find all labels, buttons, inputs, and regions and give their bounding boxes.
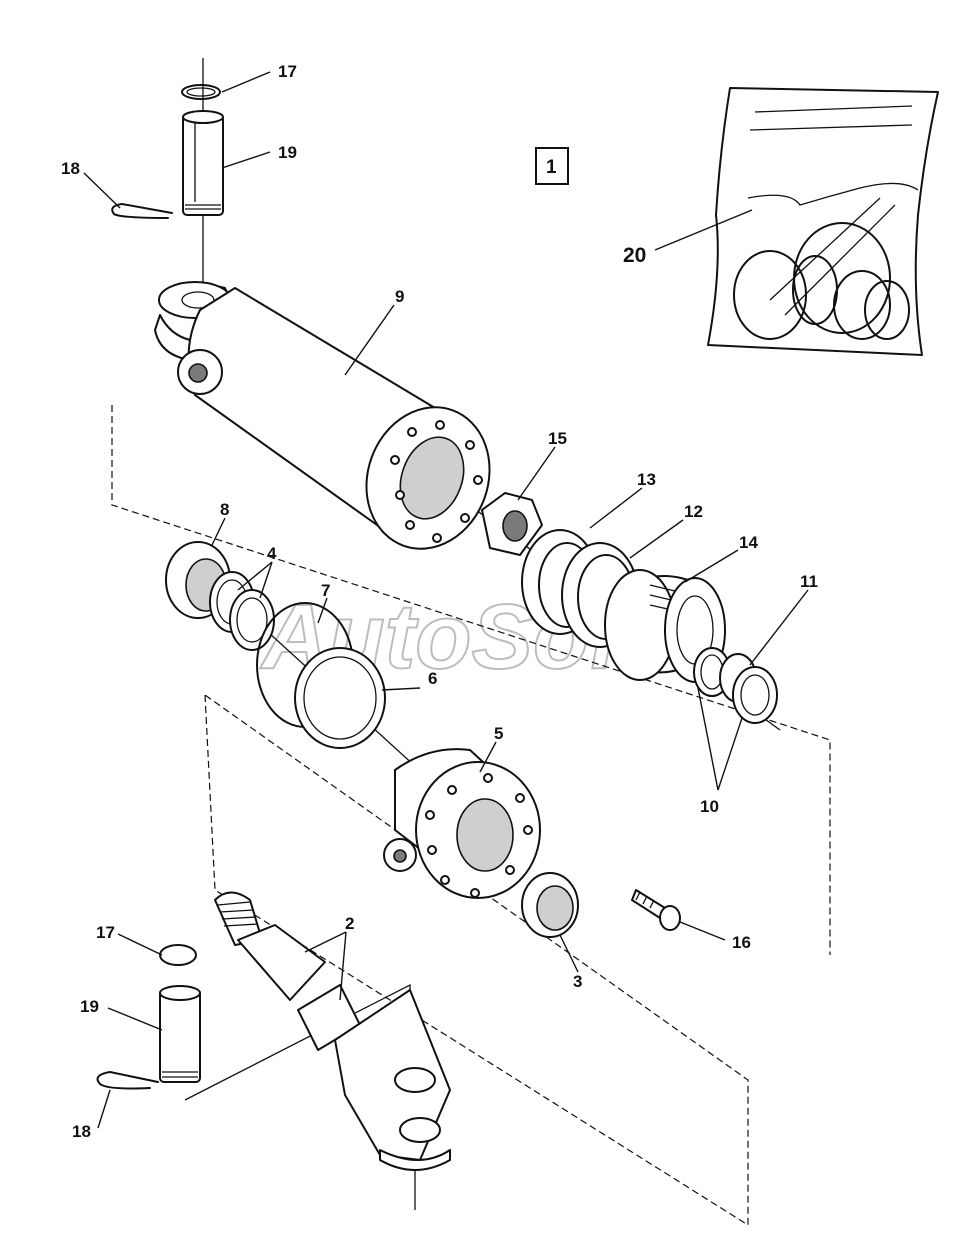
callout-9: 9 [395, 287, 404, 306]
callout-13: 13 [637, 470, 656, 489]
callout-19-bottom: 19 [80, 997, 99, 1016]
callout-18-bottom: 18 [72, 1122, 91, 1141]
pin-top [182, 110, 224, 216]
assembly-box-1: 1 [535, 147, 569, 185]
callout-18-top: 18 [61, 159, 80, 178]
callout-2: 2 [345, 914, 354, 933]
seal-kit-bag [707, 87, 939, 356]
callout-19-top: 19 [278, 143, 297, 162]
callout-14: 14 [739, 533, 758, 552]
callout-labels: 17 19 18 20 9 15 13 12 14 11 8 4 7 6 5 1… [61, 62, 818, 1141]
callout-17-bottom: 17 [96, 923, 115, 942]
callout-15: 15 [548, 429, 567, 448]
callout-10: 10 [700, 797, 719, 816]
callout-8: 8 [220, 500, 229, 519]
backup-ring [732, 666, 778, 724]
callout-5: 5 [494, 724, 503, 743]
callout-16: 16 [732, 933, 751, 952]
callout-6: 6 [428, 669, 437, 688]
retaining-ring-bottom [159, 944, 197, 966]
explosion-frame-lower [204, 694, 749, 1227]
cylinder-head [383, 748, 541, 899]
pin-bottom [159, 985, 201, 1083]
retaining-ring-top [181, 84, 221, 100]
callout-3: 3 [573, 972, 582, 991]
cotter-pin-top [111, 203, 173, 219]
explosion-frame-upper [111, 405, 831, 955]
callout-12: 12 [684, 502, 703, 521]
leader-lines [83, 71, 809, 1129]
cylinder-barrel [154, 281, 491, 550]
piston-rod [214, 891, 451, 1171]
callout-4: 4 [267, 544, 277, 563]
rod-seal [521, 872, 579, 938]
callout-20: 20 [623, 244, 646, 267]
bolt [631, 889, 681, 931]
callout-7: 7 [321, 581, 330, 600]
cotter-pin-bottom [96, 1071, 159, 1090]
svg-text:1: 1 [546, 157, 557, 178]
callout-17-top: 17 [278, 62, 297, 81]
nut [481, 492, 543, 556]
backup-ring-large [294, 647, 386, 749]
callout-11: 11 [800, 572, 818, 591]
